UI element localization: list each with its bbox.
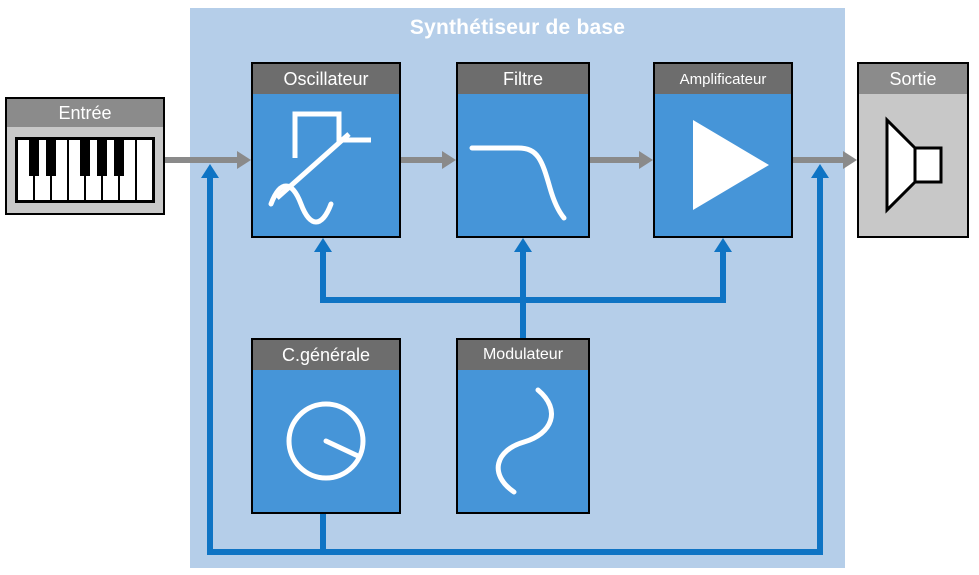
mod-line-modulateur-filtre [520, 252, 526, 338]
node-modulateur: Modulateur [456, 338, 590, 514]
node-sortie: Sortie [857, 62, 969, 238]
mod-arrowhead-filtre [514, 238, 532, 252]
signal-arrowhead-oscillateur-filtre [442, 151, 456, 169]
amp-triangle-icon [655, 94, 791, 236]
signal-line-entree-oscillateur [165, 157, 237, 163]
node-entree-label: Entrée [7, 99, 163, 127]
signal-arrowhead-entree-oscillateur [237, 151, 251, 169]
signal-line-amplificateur-sortie [793, 157, 843, 163]
node-amplificateur: Amplificateur [653, 62, 793, 238]
knob-icon [253, 370, 399, 512]
mod-arrowhead-oscillateur [314, 238, 332, 252]
mod-line-to-oscillateur [320, 252, 326, 303]
node-c-generale-label: C.générale [253, 340, 399, 370]
node-entree: Entrée [5, 97, 165, 215]
node-filtre-label: Filtre [458, 64, 588, 94]
ctrl-arrowhead-output-line [811, 164, 829, 178]
diagram-title: Synthétiseur de base [409, 16, 626, 39]
node-c-generale: C.générale [251, 338, 401, 514]
mod-line-to-amplificateur [720, 252, 726, 303]
node-oscillateur-label: Oscillateur [253, 64, 399, 94]
speaker-icon [859, 94, 967, 236]
node-amplificateur-label: Amplificateur [655, 64, 791, 94]
ctrl-line-cgenerale-stem [320, 514, 326, 555]
node-modulateur-label: Modulateur [458, 340, 588, 370]
keyboard-icon [15, 137, 155, 203]
waveforms-icon [253, 94, 399, 236]
ctrl-line-bottom [207, 549, 823, 555]
sine-wave-icon [458, 370, 588, 512]
ctrl-line-left-riser [207, 178, 213, 555]
node-filtre: Filtre [456, 62, 590, 238]
ctrl-line-right-riser [817, 178, 823, 555]
signal-line-filtre-amplificateur [590, 157, 639, 163]
mod-arrowhead-amplificateur [714, 238, 732, 252]
signal-arrowhead-amplificateur-sortie [843, 151, 857, 169]
signal-arrowhead-filtre-amplificateur [639, 151, 653, 169]
mod-distribution-bar [320, 297, 726, 303]
signal-line-oscillateur-filtre [401, 157, 442, 163]
lowpass-curve-icon [458, 94, 588, 236]
node-sortie-label: Sortie [859, 64, 967, 94]
ctrl-arrowhead-input-line [201, 164, 219, 178]
node-oscillateur: Oscillateur [251, 62, 401, 238]
